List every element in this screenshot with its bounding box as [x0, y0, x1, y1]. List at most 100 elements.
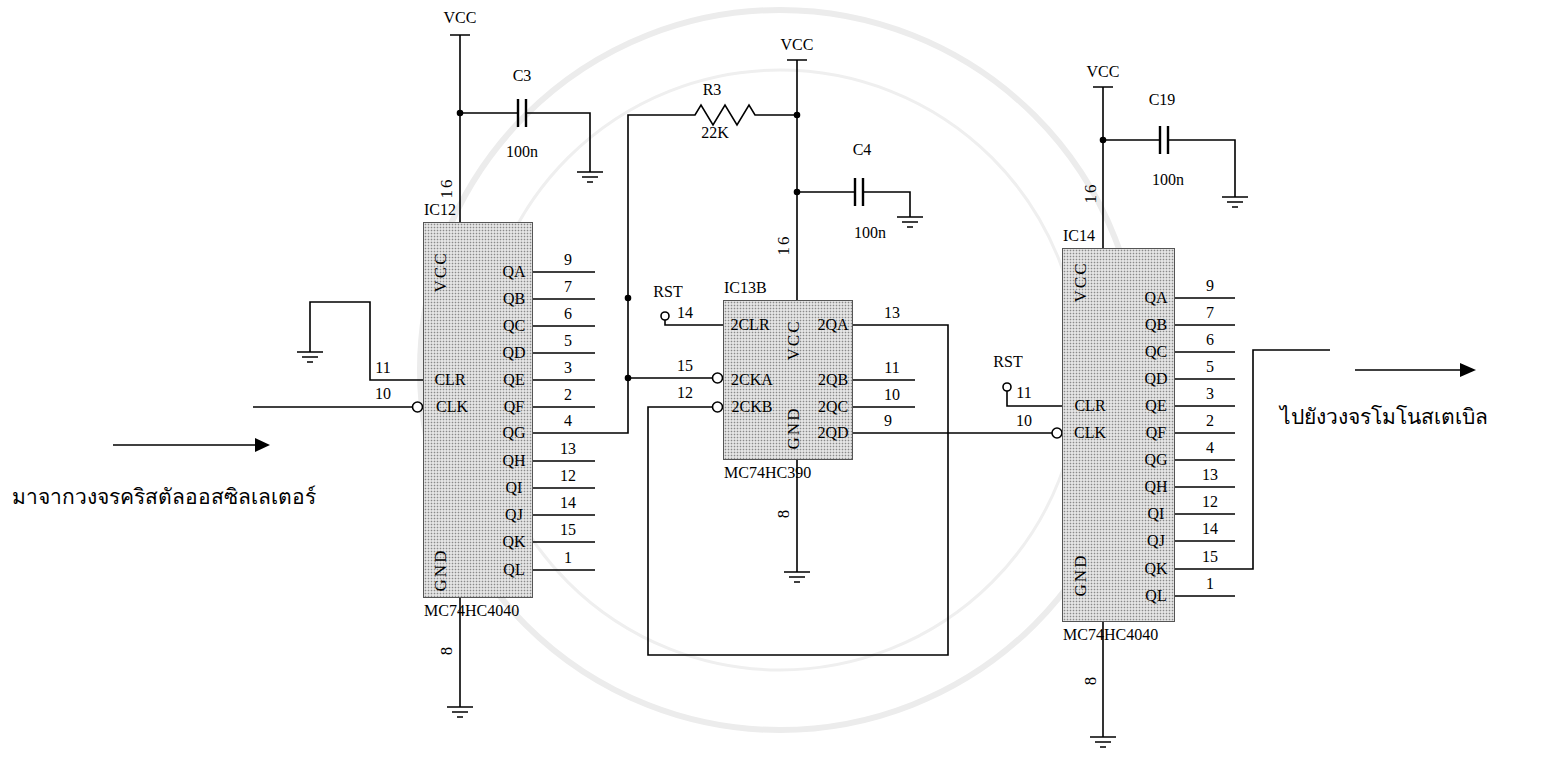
schematic-label: 11	[375, 360, 390, 376]
pin-label: 8	[1082, 675, 1099, 686]
schematic-label: C4	[853, 142, 872, 158]
schematic-label: 2QA	[817, 317, 848, 333]
schematic-label: 15	[560, 522, 576, 538]
schematic-label: R3	[703, 82, 722, 98]
schematic-label: QG	[1144, 452, 1167, 468]
signal-note: มาจากวงจรคริสตัลออสซิลเลเตอร์	[12, 487, 316, 508]
schematic-label: 9	[884, 413, 892, 429]
schematic-label: 6	[1206, 332, 1214, 348]
schematic-label: QI	[506, 480, 523, 496]
schematic-label: 14	[677, 305, 693, 321]
schematic-label: 10	[1016, 413, 1032, 429]
schematic-label: 4	[1206, 440, 1214, 456]
pin-label: GND	[785, 407, 802, 450]
schematic-label: 14	[560, 495, 576, 511]
schematic-label: RST	[653, 284, 682, 300]
pin-label: VCC	[432, 252, 449, 293]
pin-label: 8	[438, 645, 455, 656]
schematic-label: 7	[1206, 305, 1214, 321]
schematic-label: 10	[375, 386, 391, 402]
schematic-label: 10	[884, 387, 900, 403]
ic-part-number: MC74HC4040	[424, 602, 519, 620]
schematic-label: 1	[1206, 576, 1214, 592]
ic-designator: IC14	[1063, 227, 1095, 245]
schematic-label: QH	[1144, 479, 1167, 495]
schematic-label: QK	[502, 534, 525, 550]
schematic-label: 2QB	[818, 372, 848, 388]
schematic-label: 2CKB	[732, 399, 773, 415]
pin-label: 16	[438, 178, 455, 199]
schematic-label: 1	[564, 550, 572, 566]
schematic-label: 100n	[506, 144, 538, 160]
schematic-label: QB	[1145, 317, 1167, 333]
schematic-label: 12	[1202, 494, 1218, 510]
schematic-label: QC	[503, 318, 525, 334]
schematic-label: 6	[564, 306, 572, 322]
schematic-label: 22K	[701, 125, 729, 141]
pin-label: 16	[1082, 183, 1099, 204]
schematic-label: 5	[1206, 359, 1214, 375]
schematic-label: 100n	[1152, 172, 1184, 188]
ic-part-number: MC74HC4040	[1063, 626, 1158, 644]
schematic-label: 9	[564, 252, 572, 268]
ic-designator: IC13B	[724, 279, 767, 297]
schematic-label: C3	[513, 68, 532, 84]
schematic-label: 2	[1206, 413, 1214, 429]
pin-label: VCC	[785, 320, 802, 361]
schematic-label: 13	[560, 441, 576, 457]
schematic-label: VCC	[1087, 64, 1120, 80]
schematic-label: 100n	[854, 225, 886, 241]
schematic-label: 9	[1206, 278, 1214, 294]
schematic-label: QC	[1145, 344, 1167, 360]
signal-wire	[853, 432, 1062, 434]
schematic-label: 5	[564, 333, 572, 349]
schematic-label: VCC	[444, 10, 477, 26]
schematic-label: QL	[503, 562, 524, 578]
ic-part-number: MC74HC390	[724, 464, 811, 482]
schematic-label: CLR	[1074, 398, 1105, 414]
schematic-label: 13	[1202, 467, 1218, 483]
schematic-label: 3	[1206, 386, 1214, 402]
pin-label: GND	[1072, 554, 1089, 597]
pin-label: VCC	[1072, 262, 1089, 303]
schematic-label: QK	[1144, 561, 1167, 577]
schematic-label: CLR	[434, 372, 465, 388]
schematic-label: 15	[1202, 549, 1218, 565]
schematic-label: 2	[564, 387, 572, 403]
schematic-label: QG	[502, 425, 525, 441]
schematic-label: 11	[1016, 385, 1031, 401]
schematic-label: VCC	[781, 37, 814, 53]
schematic-label: QD	[1144, 371, 1167, 387]
schematic-label: 11	[884, 360, 899, 376]
signal-wire	[533, 378, 723, 433]
schematic-label: QL	[1145, 588, 1166, 604]
schematic-label: CLK	[436, 399, 468, 415]
schematic-label: QD	[502, 345, 525, 361]
signal-note: ไปยังวงจรโมโนสเตเบิล	[1280, 407, 1488, 428]
schematic-label: CLK	[1074, 425, 1106, 441]
schematic-label: QF	[504, 399, 524, 415]
pin-label: GND	[432, 549, 449, 592]
schematic-label: QB	[503, 291, 525, 307]
schematic-label: QJ	[1147, 533, 1165, 549]
schematic-label: 15	[677, 358, 693, 374]
pin-label: 16	[775, 235, 792, 256]
schematic-label: QE	[1145, 398, 1166, 414]
pin-label: 8	[775, 508, 792, 519]
schematic-label: QA	[502, 264, 525, 280]
ic-designator: IC12	[424, 201, 456, 219]
schematic-label: 2CLR	[730, 317, 769, 333]
schematic-label: QH	[502, 453, 525, 469]
schematic-label: 2QC	[818, 399, 848, 415]
schematic-label: RST	[993, 354, 1022, 370]
schematic-label: 13	[884, 305, 900, 321]
schematic-label: 3	[564, 360, 572, 376]
schematic-label: QE	[503, 372, 524, 388]
schematic-label: 2QD	[817, 425, 848, 441]
schematic-label: 12	[560, 468, 576, 484]
schematic-label: QF	[1146, 425, 1166, 441]
schematic-label: 14	[1202, 521, 1218, 537]
schematic-label: QI	[1148, 506, 1165, 522]
schematic-label: 12	[677, 385, 693, 401]
schematic-label: 2CKA	[731, 372, 773, 388]
